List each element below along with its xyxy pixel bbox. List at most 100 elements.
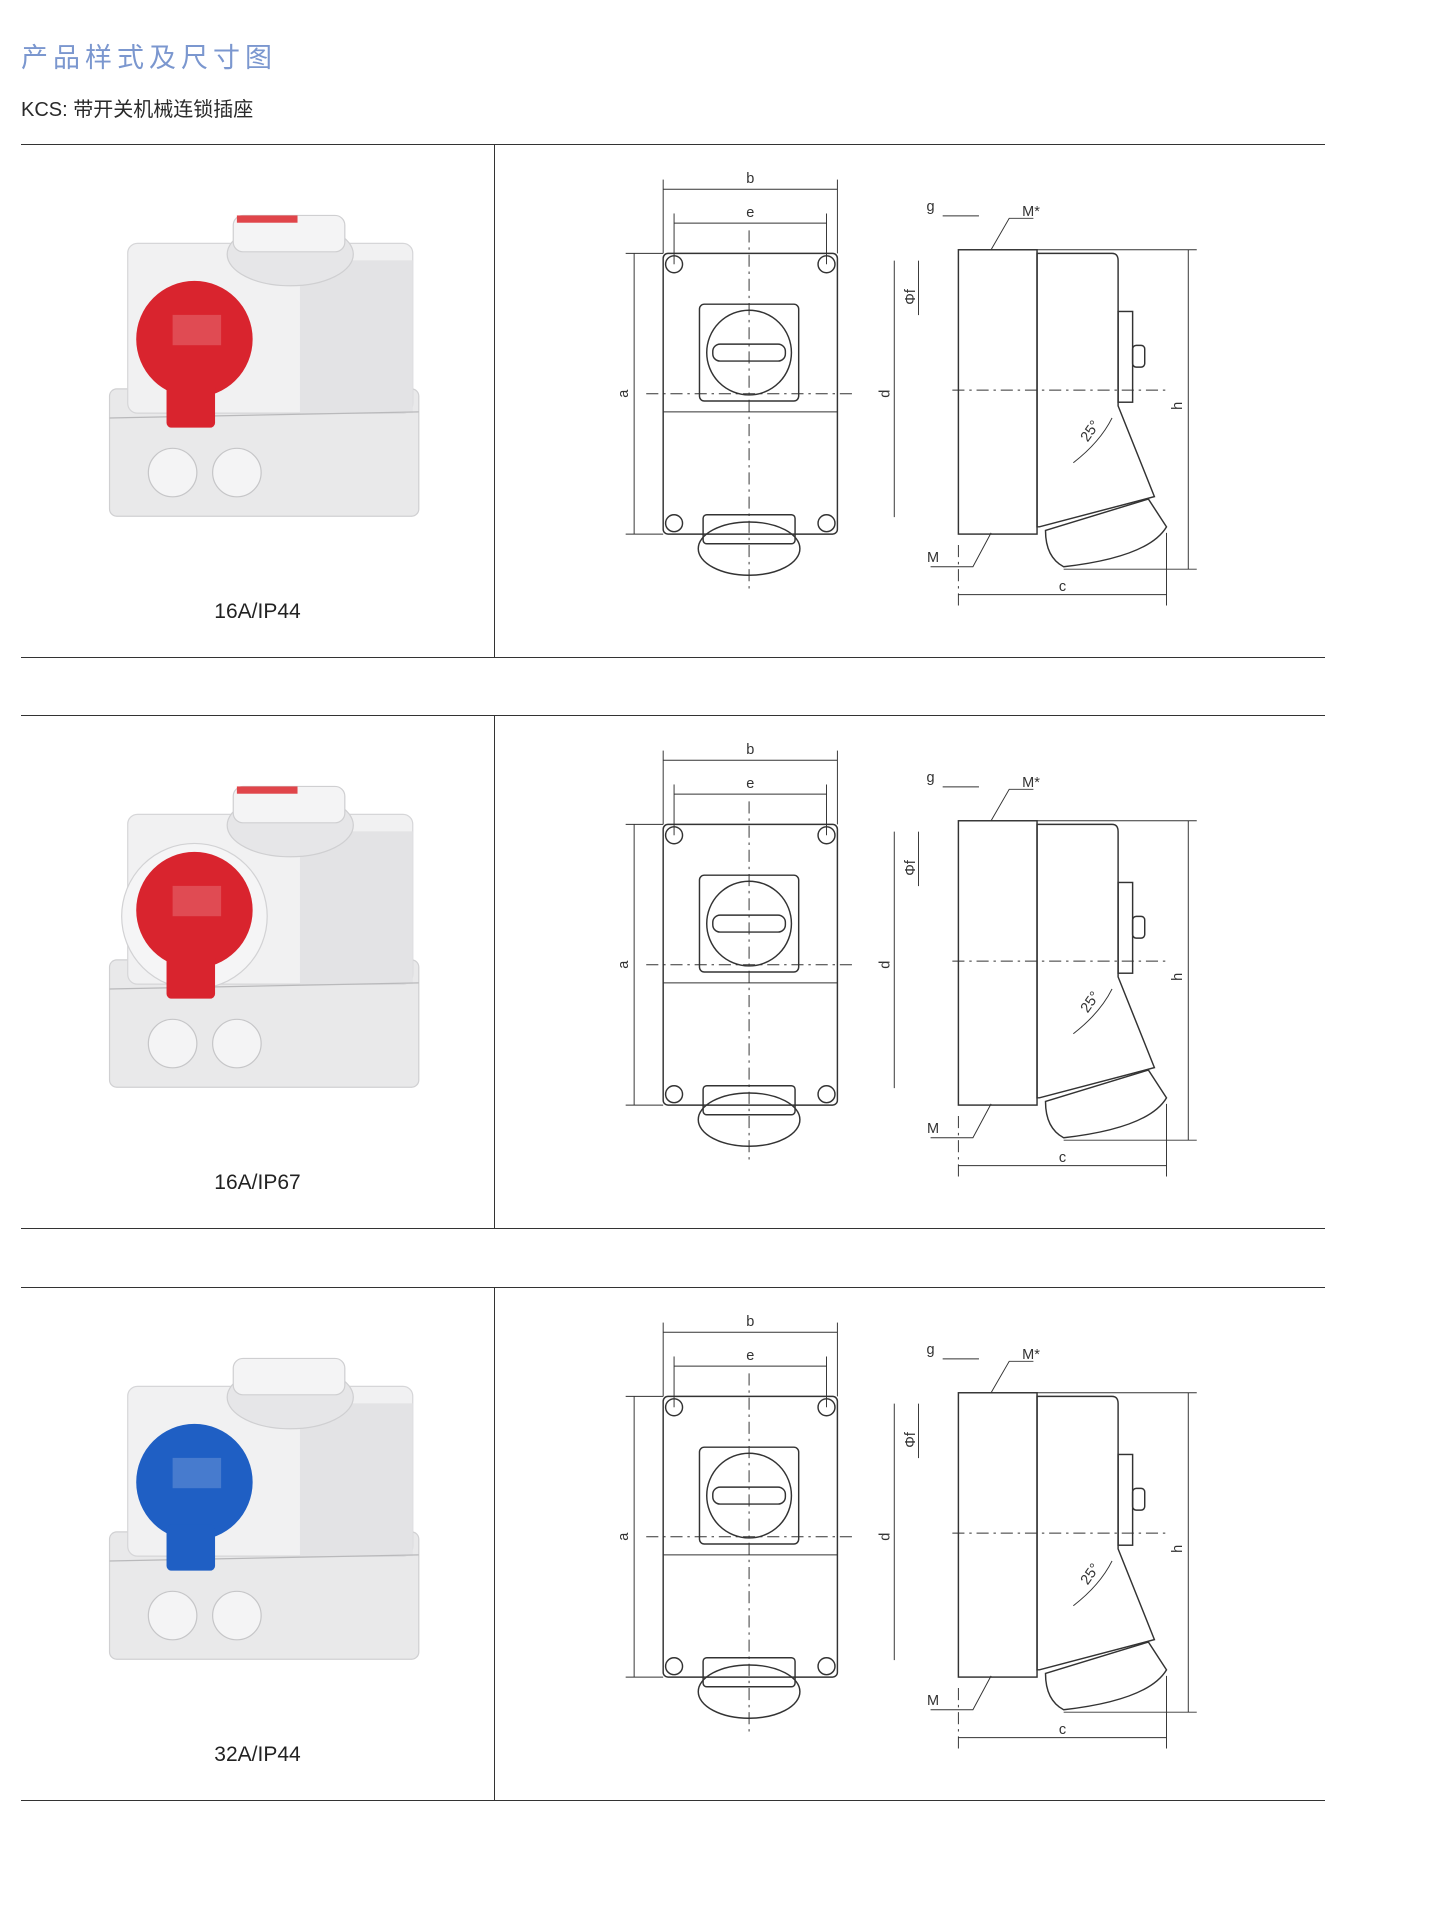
dim-label-c: c bbox=[1059, 579, 1066, 595]
dim-label-e: e bbox=[746, 776, 754, 792]
dim-label-h: h bbox=[1170, 402, 1186, 410]
dim-label-phi-f: Φf bbox=[903, 859, 919, 876]
side-view-knob-stem bbox=[1131, 915, 1146, 939]
screw-hole-icon bbox=[817, 514, 836, 533]
dim-label-angle: 25° bbox=[1078, 418, 1104, 445]
dim-label-angle: 25° bbox=[1078, 1561, 1104, 1588]
cable-gland bbox=[212, 1590, 262, 1641]
cable-gland bbox=[212, 447, 262, 498]
dim-label-e: e bbox=[746, 205, 754, 221]
cover-seam bbox=[109, 1554, 419, 1562]
product-spec-label: 32A/IP44 bbox=[214, 1743, 301, 1766]
cover-seam bbox=[109, 411, 419, 419]
socket-lid-hinge bbox=[166, 1524, 216, 1571]
side-view-knob-stem bbox=[1131, 344, 1146, 368]
leader-m bbox=[930, 1103, 992, 1139]
dim-label-m: M bbox=[927, 550, 939, 566]
dim-label-b: b bbox=[746, 742, 754, 758]
angle-arc bbox=[1073, 988, 1113, 1035]
socket-lid bbox=[136, 280, 253, 398]
side-view-base bbox=[957, 820, 1038, 1106]
socket-lid-hinge bbox=[166, 381, 216, 428]
socket-lid-hinge bbox=[166, 952, 216, 999]
cover-seam bbox=[109, 982, 419, 990]
side-view-knob-stem bbox=[1131, 1487, 1146, 1511]
leader-m-star bbox=[990, 788, 1034, 822]
product-photo-cell: 16A/IP44 bbox=[21, 145, 495, 657]
enclosure-side-shade bbox=[299, 831, 413, 985]
leader-m-star bbox=[990, 217, 1034, 251]
product-subtitle: KCS: 带开关机械连锁插座 bbox=[21, 99, 254, 121]
screw-hole-icon bbox=[664, 1085, 684, 1104]
side-view-knob bbox=[1117, 881, 1134, 974]
dim-label-d: d bbox=[877, 961, 893, 969]
switch-knob bbox=[232, 1357, 346, 1396]
cable-gland bbox=[147, 447, 198, 498]
side-view-knob bbox=[1117, 1453, 1134, 1546]
dim-label-m-star: M* bbox=[1022, 204, 1040, 220]
enclosure-side-shade bbox=[299, 260, 413, 414]
dim-label-a: a bbox=[616, 960, 632, 969]
side-view-knob bbox=[1117, 310, 1134, 403]
side-view-cover bbox=[1036, 252, 1156, 528]
dim-label-g: g bbox=[927, 199, 935, 215]
leader-m-star bbox=[990, 1360, 1034, 1394]
dimension-drawing: b e a g M* Φf d h 25° Mc bbox=[616, 742, 1197, 1177]
angle-arc bbox=[1073, 1560, 1113, 1607]
leader-m bbox=[930, 1675, 992, 1711]
side-view-cover bbox=[1036, 1395, 1156, 1671]
page-title: 产品样式及尺寸图 bbox=[21, 43, 277, 73]
product-photo bbox=[108, 785, 420, 1088]
product-spec-label: 16A/IP44 bbox=[214, 600, 301, 623]
dim-label-phi-f: Φf bbox=[903, 1431, 919, 1448]
dim-label-c: c bbox=[1059, 1150, 1066, 1166]
dim-label-g: g bbox=[927, 1342, 935, 1358]
cable-gland bbox=[212, 1018, 262, 1069]
dim-label-b: b bbox=[746, 1314, 754, 1330]
product-photo bbox=[108, 1357, 420, 1660]
socket-rating-plate bbox=[172, 1457, 222, 1489]
dim-label-h: h bbox=[1170, 1545, 1186, 1553]
dim-label-a: a bbox=[616, 1532, 632, 1541]
dim-label-angle: 25° bbox=[1078, 989, 1104, 1016]
dim-label-d: d bbox=[877, 390, 893, 398]
product-photo-cell: 16A/IP67 bbox=[21, 716, 495, 1228]
cable-gland bbox=[147, 1590, 198, 1641]
screw-hole-icon bbox=[664, 1657, 684, 1676]
dim-label-m-star: M* bbox=[1022, 1347, 1040, 1363]
socket-lid bbox=[136, 851, 253, 969]
socket-rating-plate bbox=[172, 314, 222, 346]
dim-label-c: c bbox=[1059, 1722, 1066, 1738]
angle-arc bbox=[1073, 417, 1113, 464]
dim-label-phi-f: Φf bbox=[903, 288, 919, 305]
dim-label-g: g bbox=[927, 770, 935, 786]
switch-knob-mark bbox=[236, 215, 298, 223]
side-view-base bbox=[957, 1392, 1038, 1678]
side-view-socket bbox=[1044, 1641, 1168, 1711]
screw-hole-icon bbox=[664, 514, 684, 533]
side-view-socket bbox=[1044, 1069, 1168, 1139]
side-view-socket bbox=[1044, 498, 1168, 568]
dim-label-m-star: M* bbox=[1022, 775, 1040, 791]
product-photo bbox=[108, 214, 420, 517]
dim-label-h: h bbox=[1170, 973, 1186, 981]
product-photo-cell: 32A/IP44 bbox=[21, 1288, 495, 1800]
enclosure-side-shade bbox=[299, 1403, 413, 1557]
dim-label-m: M bbox=[927, 1121, 939, 1137]
dim-label-d: d bbox=[877, 1533, 893, 1541]
socket-rating-plate bbox=[172, 885, 222, 917]
leader-m bbox=[930, 532, 992, 568]
side-view-base bbox=[957, 249, 1038, 535]
side-view-cover bbox=[1036, 823, 1156, 1099]
dim-label-a: a bbox=[616, 389, 632, 398]
screw-hole-icon bbox=[817, 1657, 836, 1676]
dim-label-e: e bbox=[746, 1348, 754, 1364]
screw-hole-icon bbox=[817, 1085, 836, 1104]
